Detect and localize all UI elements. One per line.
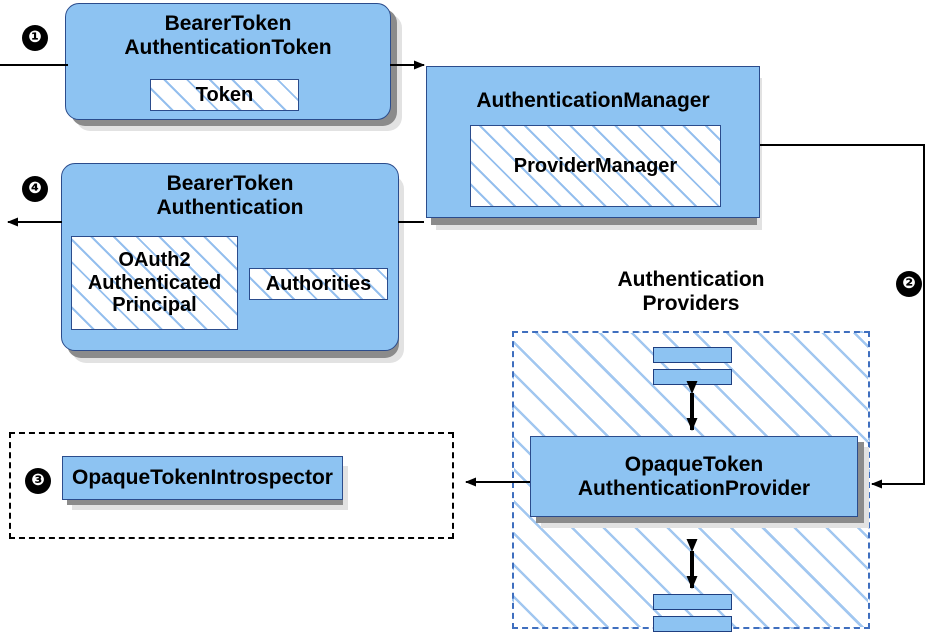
opaque-token-authentication-provider-node[interactable]: OpaqueToken AuthenticationProvider bbox=[530, 436, 858, 517]
step-marker-4: ❹ bbox=[22, 176, 48, 202]
provider-bar-top-1 bbox=[653, 347, 732, 363]
step-marker-1-label: ❶ bbox=[28, 29, 42, 46]
step-marker-2-label: ❷ bbox=[902, 275, 916, 292]
bearer-token-authentication-title-line2: Authentication bbox=[156, 195, 304, 219]
token-inner-label: Token bbox=[195, 83, 254, 106]
provider-bar-bottom-1 bbox=[653, 594, 732, 610]
step-marker-3: ❸ bbox=[25, 468, 51, 494]
provider-manager-inner-label: ProviderManager bbox=[513, 154, 678, 177]
bearer-token-authentication-token-title-line2: AuthenticationToken bbox=[124, 35, 332, 59]
provider-bar-top-2 bbox=[653, 369, 732, 385]
step-marker-1: ❶ bbox=[22, 25, 48, 51]
authentication-providers-caption: Authentication Providers bbox=[560, 268, 822, 316]
provider-manager-inner-box[interactable]: ProviderManager bbox=[470, 125, 721, 207]
provider-bar-bottom-2 bbox=[653, 616, 732, 632]
step-marker-4-label: ❹ bbox=[28, 180, 42, 197]
oauth2-authenticated-principal-line2: Authenticated bbox=[87, 271, 222, 294]
opaque-token-authentication-provider-title-line1: OpaqueToken bbox=[624, 452, 764, 476]
oauth2-authenticated-principal-box[interactable]: OAuth2 Authenticated Principal bbox=[71, 236, 238, 330]
opaque-token-authentication-provider-title-line2: AuthenticationProvider bbox=[577, 476, 811, 500]
authentication-providers-caption-line1: Authentication bbox=[617, 268, 765, 291]
opaque-token-introspector-label: OpaqueTokenIntrospector bbox=[72, 466, 333, 490]
authentication-manager-title: AuthenticationManager bbox=[476, 89, 710, 112]
oauth2-authenticated-principal-line1: OAuth2 bbox=[118, 249, 191, 272]
authorities-label: Authorities bbox=[265, 272, 372, 295]
step-marker-2: ❷ bbox=[896, 271, 922, 297]
opaque-token-introspector-node[interactable]: OpaqueTokenIntrospector bbox=[62, 456, 343, 500]
token-inner-box[interactable]: Token bbox=[150, 79, 299, 111]
bearer-token-authentication-token-title-line1: BearerToken bbox=[164, 12, 292, 35]
authorities-box[interactable]: Authorities bbox=[249, 268, 388, 300]
oauth2-authenticated-principal-line3: Principal bbox=[112, 294, 197, 317]
step-marker-3-label: ❸ bbox=[31, 472, 45, 489]
authentication-providers-caption-line2: Providers bbox=[642, 291, 740, 315]
bearer-token-authentication-title-line1: BearerToken bbox=[166, 172, 294, 195]
